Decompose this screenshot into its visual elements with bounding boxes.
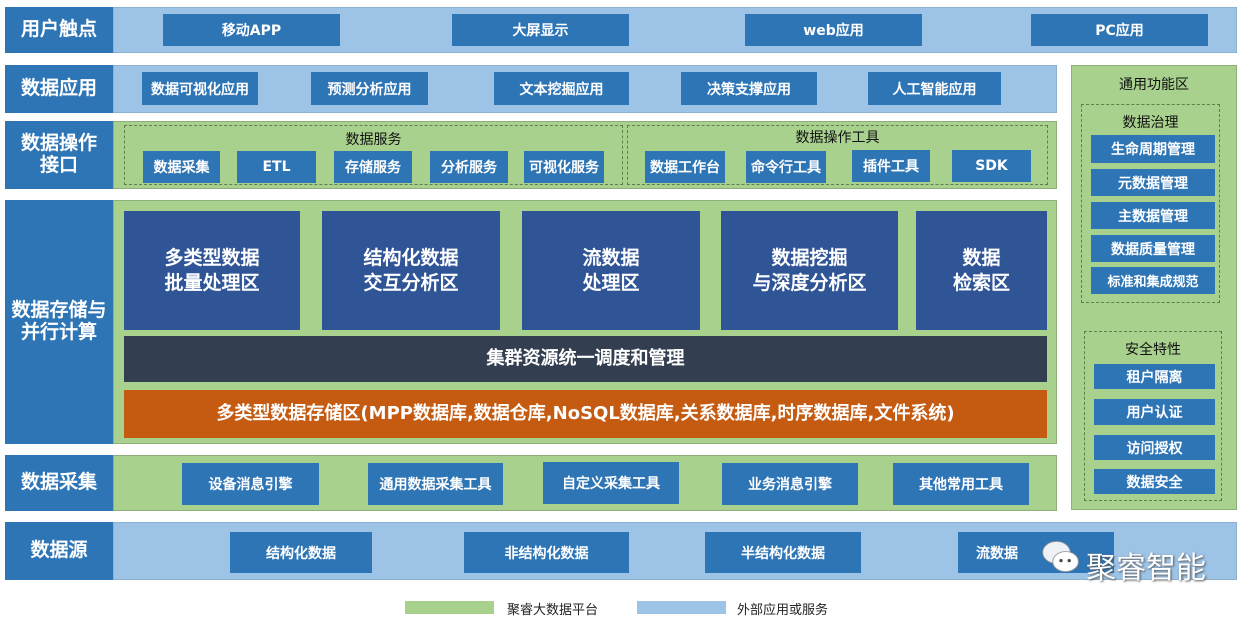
box-unstructured-data: 非结构化数据 (464, 532, 629, 573)
stream-data-label: 流数据 (976, 545, 1018, 562)
legend-swatch-external (637, 601, 726, 614)
box-stream-data: 流数据 (958, 532, 1114, 573)
zone-data-mining: 数据挖掘 与深度分析区 (721, 211, 898, 330)
security-group (1084, 331, 1222, 501)
box-tenant-isolation: 租户隔离 (1094, 364, 1215, 389)
box-custom-collection-tool: 自定义采集工具 (543, 462, 679, 504)
layer-label-data-ops: 数据操作接口 (5, 121, 113, 189)
box-structured-data: 结构化数据 (230, 532, 372, 573)
legend-swatch-platform (405, 601, 494, 614)
box-workbench: 数据工作台 (645, 151, 725, 183)
data-services-group (124, 125, 623, 185)
box-master-data-mgmt: 主数据管理 (1091, 202, 1215, 229)
box-web-app: web应用 (745, 14, 922, 46)
box-metadata-mgmt: 元数据管理 (1091, 169, 1215, 196)
box-pc-app: PC应用 (1031, 14, 1208, 46)
box-data-security: 数据安全 (1094, 469, 1215, 494)
box-analysis-service: 分析服务 (430, 151, 508, 183)
box-text-mining-app: 文本挖掘应用 (494, 72, 629, 105)
box-mobile-app: 移动APP (163, 14, 340, 46)
layer-label-user-touchpoints: 用户触点 (5, 7, 113, 53)
layer-label-data-collection: 数据采集 (5, 455, 113, 511)
box-device-message-engine: 设备消息引擎 (182, 463, 319, 505)
zone-stream-processing: 流数据 处理区 (522, 211, 700, 330)
layer-label-storage-compute: 数据存储与并行计算 (5, 200, 113, 444)
box-big-screen: 大屏显示 (452, 14, 629, 46)
cluster-scheduling-bar: 集群资源统一调度和管理 (124, 336, 1047, 382)
box-ai-app: 人工智能应用 (868, 72, 1001, 105)
layer-label-data-source: 数据源 (5, 522, 113, 580)
box-general-collection-tool: 通用数据采集工具 (368, 463, 503, 505)
data-services-title: 数据服务 (345, 132, 402, 148)
box-decision-app: 决策支撑应用 (681, 72, 817, 105)
legend-label-external: 外部应用或服务 (737, 603, 829, 618)
box-data-quality-mgmt: 数据质量管理 (1091, 235, 1215, 262)
wechat-icon (1038, 536, 1084, 578)
box-prediction-app: 预测分析应用 (311, 72, 428, 105)
data-governance-group (1081, 104, 1220, 303)
box-cli-tool: 命令行工具 (746, 151, 826, 183)
zone-data-retrieval: 数据 检索区 (916, 211, 1047, 330)
box-standards-integration: 标准和集成规范 (1091, 267, 1215, 294)
box-lifecycle-mgmt: 生命周期管理 (1091, 135, 1215, 163)
data-governance-title: 数据治理 (1122, 115, 1179, 131)
box-access-authorization: 访问授权 (1094, 435, 1215, 460)
layer-label-data-apps: 数据应用 (5, 65, 113, 113)
box-visualization-service: 可视化服务 (524, 151, 604, 183)
box-business-message-engine: 业务消息引擎 (722, 463, 858, 505)
box-collection-service: 数据采集 (143, 151, 220, 183)
data-tools-group (627, 125, 1048, 185)
box-etl: ETL (237, 151, 316, 183)
zone-interactive-analysis: 结构化数据 交互分析区 (322, 211, 500, 330)
multi-storage-bar: 多类型数据存储区(MPP数据库,数据仓库,NoSQL数据库,关系数据库,时序数据… (124, 390, 1047, 438)
common-functions-title: 通用功能区 (1119, 77, 1189, 93)
zone-batch-processing: 多类型数据 批量处理区 (124, 211, 300, 330)
box-other-tools: 其他常用工具 (893, 463, 1029, 505)
box-visualization-app: 数据可视化应用 (142, 72, 258, 105)
security-title: 安全特性 (1125, 342, 1181, 358)
box-semistructured-data: 半结构化数据 (705, 532, 861, 573)
watermark-text: 聚睿智能 (1086, 551, 1206, 586)
data-tools-title: 数据操作工具 (795, 130, 880, 146)
box-storage-service: 存储服务 (334, 151, 412, 183)
box-sdk: SDK (952, 150, 1031, 182)
legend-label-platform: 聚睿大数据平台 (507, 603, 599, 618)
box-plugin-tool: 插件工具 (852, 150, 930, 182)
box-user-auth: 用户认证 (1094, 399, 1215, 425)
